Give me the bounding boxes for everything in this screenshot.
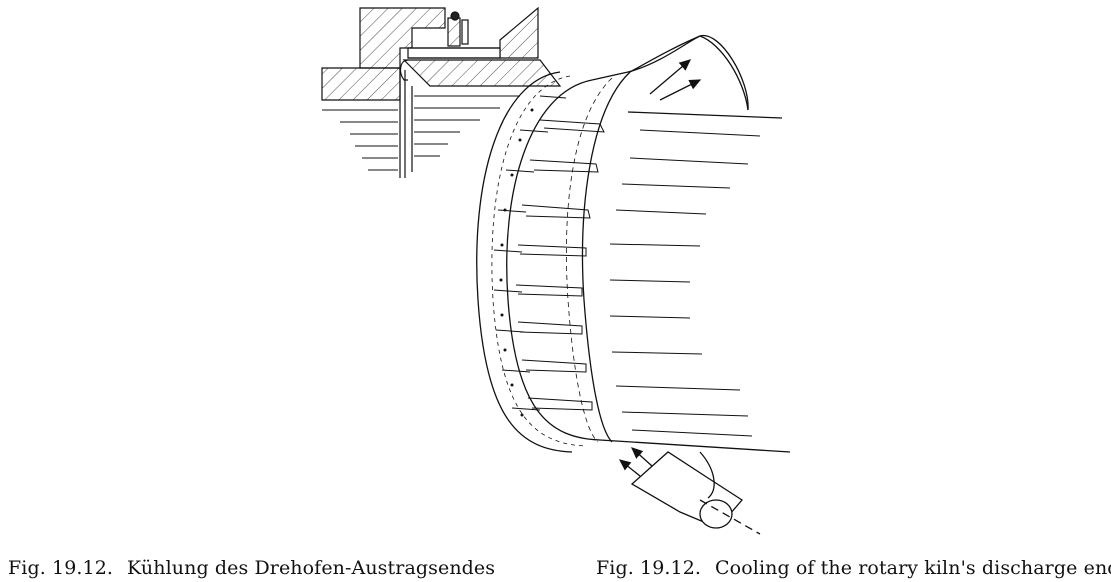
cooling-air-fan-nozzle-icon <box>618 447 761 535</box>
caption-english: Fig. 19.12. Cooling of the rotary kiln's … <box>596 557 1111 579</box>
kiln-cooling-figure <box>321 6 791 535</box>
caption-german: Fig. 19.12. Kühlung des Drehofen-Austrags… <box>8 557 495 579</box>
caption-text-german: Kühlung des Drehofen-Austragsendes <box>127 557 496 579</box>
figure-number-english: Fig. 19.12. <box>596 557 702 579</box>
rotary-kiln-discharge-end-icon <box>476 35 791 453</box>
figure-number-german: Fig. 19.12. <box>8 557 114 579</box>
caption-text-english: Cooling of the rotary kiln's discharge e… <box>715 557 1111 579</box>
kiln-seal-cross-section-icon <box>321 6 562 178</box>
